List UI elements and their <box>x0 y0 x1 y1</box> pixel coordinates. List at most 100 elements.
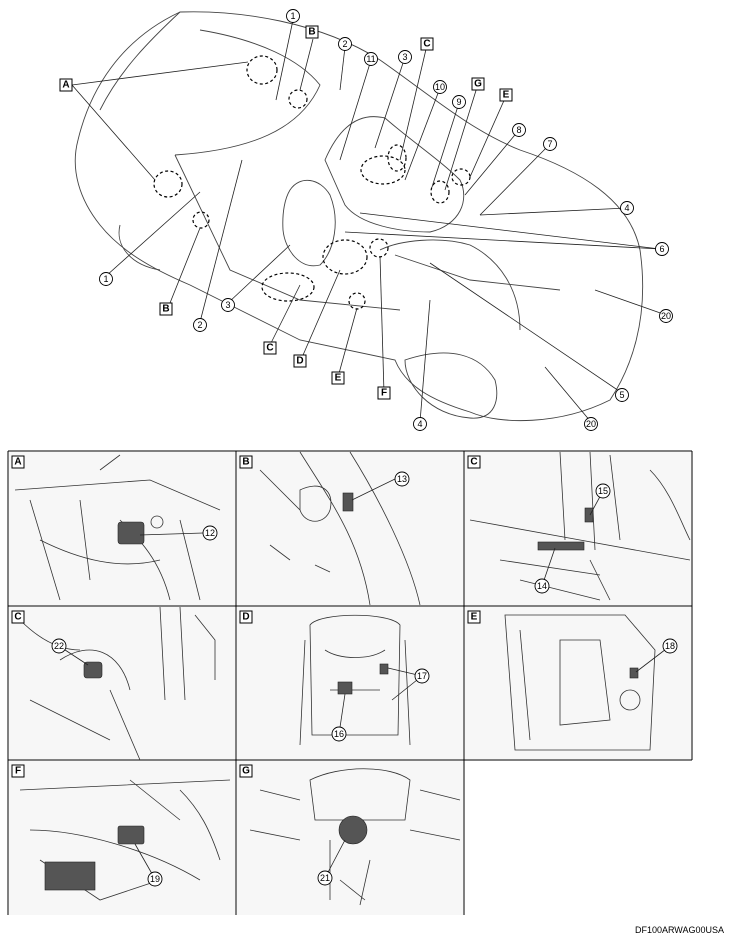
svg-text:15: 15 <box>598 486 608 496</box>
callout-20: 20 <box>584 417 598 431</box>
detail-panel-b: B 13 <box>237 451 463 606</box>
callout-3: 3 <box>221 298 235 312</box>
svg-text:A: A <box>14 457 21 468</box>
detail-panel-d: D 17 16 <box>237 607 463 759</box>
svg-text:B: B <box>162 304 169 315</box>
svg-text:13: 13 <box>397 474 407 484</box>
marker-b-lower <box>192 211 210 229</box>
svg-text:14: 14 <box>537 581 547 591</box>
tag-c: C <box>420 37 434 51</box>
svg-text:C: C <box>470 457 477 468</box>
svg-text:1: 1 <box>103 274 108 284</box>
floor-line <box>174 154 561 311</box>
overview-tags: A B B C C D E E F G <box>59 25 513 400</box>
connector-16 <box>337 681 353 695</box>
connector-12 <box>117 521 145 545</box>
vehicle-overview: 1 1 2 2 3 3 4 4 5 6 7 8 9 10 11 20 20 A … <box>59 9 673 431</box>
marker-e-lower <box>348 292 366 310</box>
location-markers <box>153 55 471 310</box>
marker-d <box>322 239 368 275</box>
callout-7: 7 <box>543 137 557 151</box>
detail-panel-c-2: C 22 <box>9 606 235 761</box>
svg-text:1: 1 <box>290 11 295 21</box>
svg-text:12: 12 <box>205 528 215 538</box>
callout-2: 2 <box>193 318 207 332</box>
svg-text:22: 22 <box>54 641 64 651</box>
callout-10: 10 <box>433 80 447 94</box>
figure-code: DF100ARWAG00USA <box>634 925 724 935</box>
marker-c-upper <box>360 155 406 185</box>
tag-e: E <box>331 371 345 385</box>
svg-text:19: 19 <box>150 874 160 884</box>
marker-f <box>369 238 389 258</box>
connector-17 <box>379 663 389 675</box>
callout-11: 11 <box>364 52 378 66</box>
spiral-cable-21 <box>338 815 368 845</box>
connector-18 <box>629 667 639 679</box>
svg-text:2: 2 <box>342 39 347 49</box>
tag-f: F <box>377 386 391 400</box>
callout-4: 4 <box>413 417 427 431</box>
detail-panel-g: G 21 <box>237 761 463 915</box>
svg-text:E: E <box>471 612 478 623</box>
tag-e: E <box>499 88 513 102</box>
detail-grid <box>7 450 693 915</box>
svg-text:3: 3 <box>402 52 407 62</box>
svg-text:9: 9 <box>456 97 461 107</box>
connector-15 <box>584 507 594 523</box>
detail-panel-e: E 18 <box>465 607 691 759</box>
front-wheel-arch <box>404 352 498 419</box>
connector-19 <box>117 825 145 845</box>
svg-text:G: G <box>474 79 482 90</box>
tag-b: B <box>305 25 319 39</box>
svg-text:A: A <box>62 80 69 91</box>
connector-22 <box>83 661 103 679</box>
svg-text:6: 6 <box>659 244 664 254</box>
overview-callouts: 1 1 2 2 3 3 4 4 5 6 7 8 9 10 11 20 20 <box>99 9 673 431</box>
marker-c-lower <box>261 272 315 302</box>
callout-2: 2 <box>338 37 352 51</box>
svg-text:3: 3 <box>225 300 230 310</box>
svg-text:C: C <box>14 612 21 623</box>
svg-text:B: B <box>242 457 249 468</box>
svg-text:F: F <box>15 766 21 777</box>
detail-panel-a: A 12 <box>9 452 235 605</box>
svg-text:B: B <box>308 27 315 38</box>
connector-14 <box>537 541 585 551</box>
svg-text:17: 17 <box>417 671 427 681</box>
rear-wheel-arch <box>118 224 161 271</box>
svg-text:4: 4 <box>417 419 422 429</box>
marker-a-lower <box>153 170 183 198</box>
svg-text:D: D <box>296 356 303 367</box>
tag-b: B <box>159 302 173 316</box>
callout-3: 3 <box>398 50 412 64</box>
connector-13 <box>342 492 354 512</box>
callout-6: 6 <box>655 242 669 256</box>
marker-10 <box>387 144 407 172</box>
svg-text:C: C <box>423 39 430 50</box>
svg-text:2: 2 <box>197 320 202 330</box>
svg-text:18: 18 <box>665 641 675 651</box>
tag-a: A <box>59 78 73 92</box>
marker-a-upper <box>246 55 278 85</box>
svg-text:16: 16 <box>334 729 344 739</box>
svg-text:G: G <box>242 766 250 777</box>
svg-text:4: 4 <box>624 203 629 213</box>
svg-text:20: 20 <box>661 311 671 321</box>
svg-text:8: 8 <box>516 125 521 135</box>
tag-d: D <box>293 354 307 368</box>
vehicle-body-outline <box>74 11 644 421</box>
svg-text:E: E <box>335 373 342 384</box>
svg-text:7: 7 <box>547 139 552 149</box>
svg-text:E: E <box>503 90 510 101</box>
svg-text:F: F <box>381 388 387 399</box>
detail-panel-c: C 15 14 <box>465 451 691 605</box>
marker-g <box>430 180 450 204</box>
marker-b-upper <box>288 89 308 109</box>
roof-line <box>99 11 321 156</box>
svg-text:10: 10 <box>435 82 445 92</box>
tag-c: C <box>263 341 277 355</box>
detail-panel-f: F 19 <box>9 761 235 915</box>
svg-text:11: 11 <box>366 54 375 64</box>
svg-text:21: 21 <box>320 873 330 883</box>
